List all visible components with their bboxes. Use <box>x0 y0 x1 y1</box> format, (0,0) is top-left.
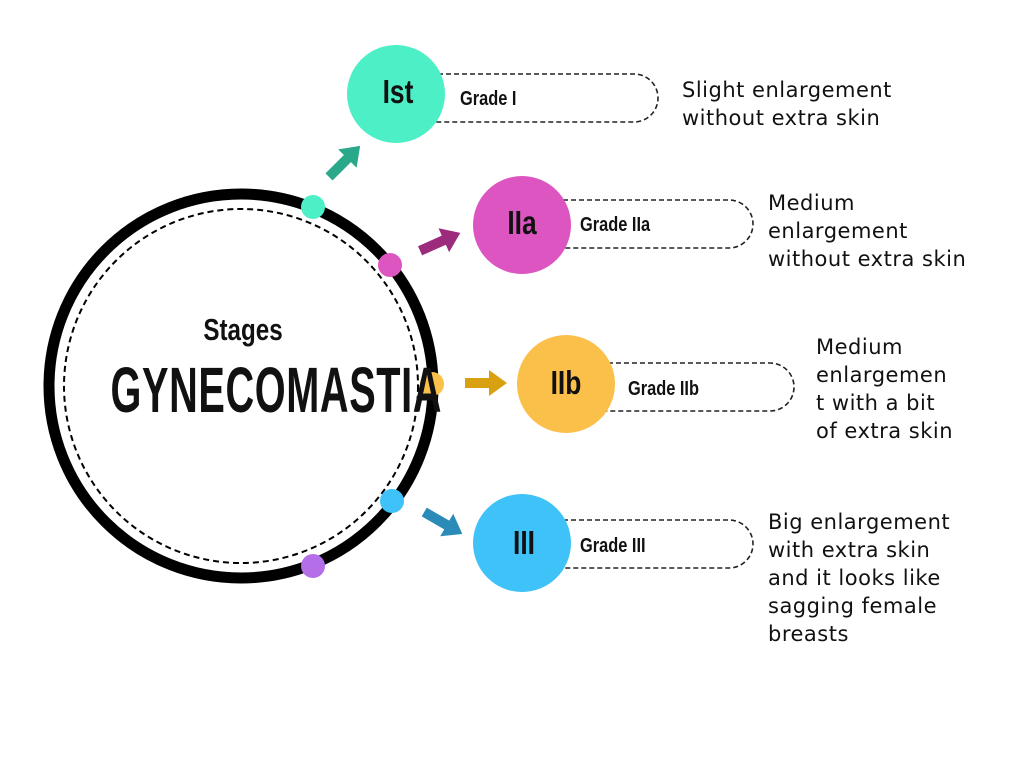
arrow-icon-grade-iii <box>421 507 463 537</box>
ring-dot-extra <box>301 554 325 578</box>
arrow-icon-grade-iia <box>418 228 461 256</box>
grade-pill-outline-iia <box>555 199 754 249</box>
description-line: with extra skin <box>768 538 931 562</box>
main-ring-dashed <box>63 208 419 564</box>
description-line: t with a bit <box>816 391 936 415</box>
grade-label: Grade I <box>460 86 516 109</box>
ring-dot-grade-iia <box>378 253 402 277</box>
stage-badge-grade-iia <box>473 176 571 274</box>
stage-badge-label: III <box>513 525 535 561</box>
description-line: sagging female <box>768 594 938 618</box>
grade-pill-outline-iib <box>600 362 795 412</box>
description-line: and it looks like <box>768 566 941 590</box>
grade-label: Grade IIb <box>628 376 699 399</box>
grade-label: Grade IIa <box>580 212 651 235</box>
stage-description-grade-iia: Medium enlargement without extra skin <box>768 189 966 273</box>
description-line: enlargement <box>768 219 908 243</box>
stage-badge-grade-iii <box>473 494 571 592</box>
stage-badge-grade-i <box>347 45 445 143</box>
description-line: Medium <box>816 335 903 359</box>
description-line: without extra skin <box>768 247 967 271</box>
ring-dot-grade-i <box>301 195 325 219</box>
description-line: Big enlargement <box>768 510 951 534</box>
stage-description-grade-iib: Medium enlargemen t with a bit of extra … <box>816 333 953 445</box>
stage-badge-label: IIb <box>551 365 582 401</box>
stage-description-grade-i: Slight enlargement without extra skin <box>682 76 892 132</box>
description-line: enlargemen <box>816 363 948 387</box>
stage-badge-grade-iib <box>517 335 615 433</box>
arrow-icon-grade-iib <box>465 370 507 396</box>
stage-badge-label: Ist <box>383 74 414 110</box>
diagram-title: GYNECOMASTIA <box>110 354 443 426</box>
grade-label: Grade III <box>580 533 646 556</box>
ring-dot-grade-iib <box>420 372 444 396</box>
description-line: breasts <box>768 622 849 646</box>
description-line: Medium <box>768 191 855 215</box>
ring-dot-grade-iii <box>380 489 404 513</box>
description-line: of extra skin <box>816 419 954 443</box>
diagram-subtitle: Stages <box>203 312 283 347</box>
grade-pill-outline-iii <box>555 519 754 569</box>
grade-pill-outline-i <box>430 73 659 123</box>
description-line: Slight enlargement <box>682 78 892 102</box>
arrow-icon-grade-i <box>325 145 361 181</box>
stage-badge-label: IIa <box>507 205 537 241</box>
description-line: without extra skin <box>682 106 881 130</box>
stage-description-grade-iii: Big enlargement with extra skin and it l… <box>768 508 950 648</box>
